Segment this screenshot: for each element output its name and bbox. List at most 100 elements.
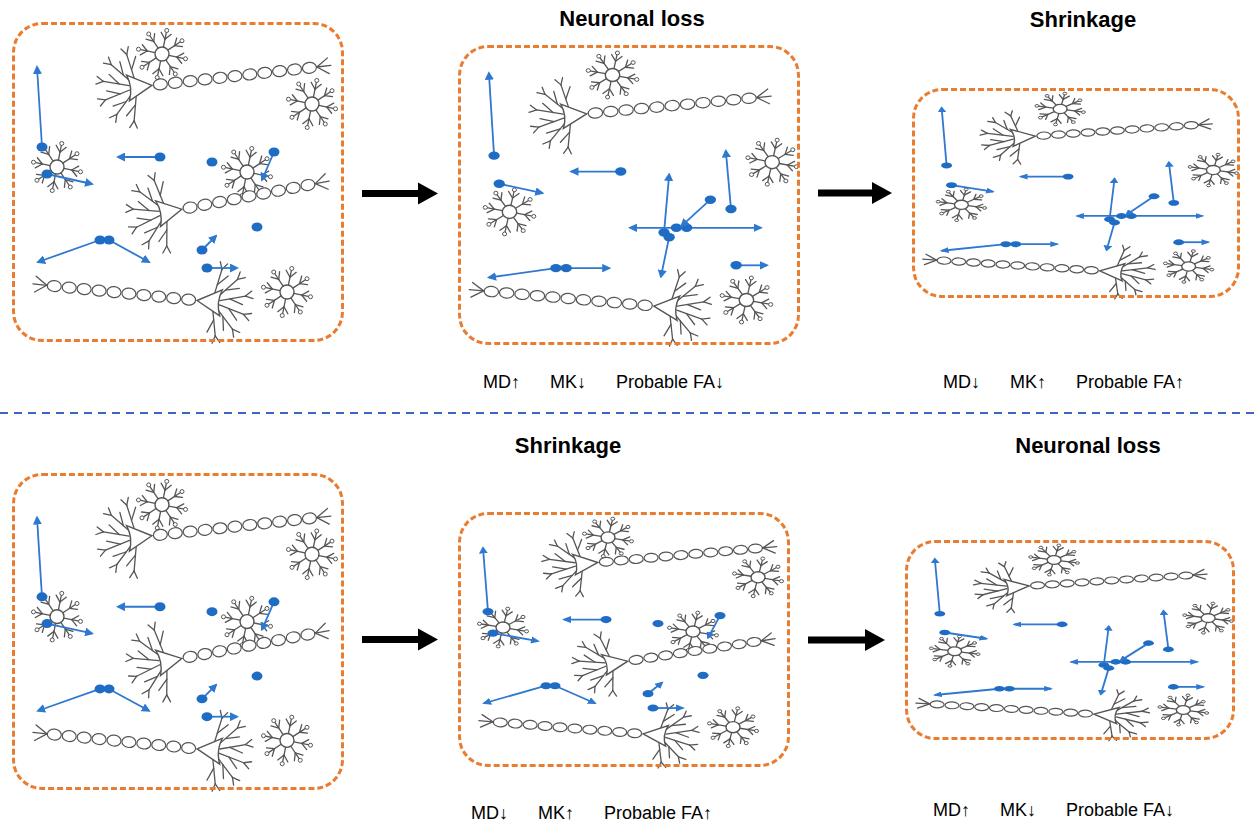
dendrite	[167, 695, 171, 702]
astrocyte-endfoot	[720, 294, 724, 298]
astrocyte-endfoot	[1207, 184, 1211, 187]
astrocyte-process	[325, 545, 333, 547]
astrocyte-process	[749, 561, 751, 567]
astrocyte-process	[1204, 180, 1210, 183]
astrocyte-endfoot	[756, 142, 760, 146]
astrocyte-process	[153, 69, 159, 74]
myelin-segment	[588, 107, 604, 119]
dendrite	[107, 541, 121, 544]
dendrite	[120, 62, 124, 76]
astrocyte-process	[54, 182, 58, 189]
astrocyte-endfoot	[744, 742, 748, 745]
dendrite	[1004, 598, 1013, 605]
astrocyte-process	[1174, 697, 1176, 702]
astrocyte-endfoot	[305, 277, 309, 281]
astrocyte-process	[72, 620, 77, 626]
dendrite	[659, 741, 661, 762]
astrocyte-process	[278, 720, 280, 728]
astrocyte-process	[759, 292, 767, 294]
arrow-shaft	[362, 636, 420, 643]
astrocyte-process	[711, 725, 718, 728]
astrocyte-process	[1201, 256, 1203, 261]
astrocyte-process	[736, 575, 743, 578]
water-molecule	[705, 195, 716, 203]
myelin-segment	[658, 650, 674, 661]
dendrite	[109, 508, 112, 515]
dendrite	[148, 188, 153, 201]
diffusion-arrow	[118, 156, 160, 158]
tissue-scene	[916, 544, 1234, 741]
dendrite	[691, 726, 697, 730]
myelin-segment	[703, 548, 718, 558]
astrocyte-endfoot	[269, 175, 273, 179]
myelin-segment	[285, 631, 301, 644]
astrocyte-process	[779, 174, 781, 181]
astrocyte-process	[500, 226, 506, 231]
astrocyte-process	[271, 277, 279, 279]
astrocyte-endfoot	[173, 523, 177, 527]
astrocyte-process	[250, 152, 256, 157]
astrocyte-endfoot	[940, 212, 944, 215]
astrocyte-process	[161, 483, 165, 490]
astrocyte-endfoot	[1078, 99, 1082, 102]
myelin-segment	[1055, 264, 1070, 272]
water-molecule	[994, 686, 1005, 692]
dendrite	[678, 270, 680, 277]
astrocyte-process	[64, 180, 66, 188]
myelin-segment	[1084, 266, 1099, 274]
astrocyte-process	[1195, 275, 1197, 280]
astrocyte-process	[159, 69, 163, 76]
diffusion-arrow	[38, 240, 100, 262]
water-molecule	[934, 611, 945, 617]
myelin-segment	[77, 731, 92, 743]
astrocyte-process	[623, 540, 628, 545]
astrocyte-process	[1199, 627, 1205, 630]
diffusion-arrow	[1131, 215, 1202, 217]
astrocyte-endfoot	[487, 222, 491, 226]
astrocyte-process	[56, 145, 60, 152]
dendrite	[160, 631, 163, 645]
dendrite	[534, 127, 539, 133]
astrocyte-endfoot	[1195, 721, 1199, 724]
dendrite	[993, 129, 1003, 135]
astrocyte-process	[961, 659, 963, 664]
myelin-segment	[959, 702, 974, 710]
dendrite	[540, 119, 554, 122]
astrocyte-endfoot	[232, 600, 236, 604]
dendrite	[136, 185, 139, 192]
myelin-segment	[1040, 263, 1055, 271]
dendrite	[166, 220, 167, 246]
astrocyte-endfoot	[261, 734, 265, 738]
astrocyte-endfoot	[184, 507, 188, 511]
dendrite	[232, 329, 239, 332]
astrocyte-endfoot	[1054, 123, 1058, 126]
water-molecule	[1000, 241, 1011, 247]
dendrite	[121, 500, 127, 505]
dendrite	[142, 241, 149, 245]
dendrite	[542, 559, 550, 561]
water-molecule	[269, 597, 280, 606]
astrocyte-endfoot	[780, 580, 784, 583]
astrocyte-endfoot	[631, 61, 635, 65]
myelin-segment	[1119, 576, 1134, 584]
myelin-segment	[731, 639, 747, 650]
myelin-segment	[106, 286, 121, 298]
astrocyte-process	[506, 226, 510, 233]
myelin-segment	[1048, 708, 1063, 716]
dendrite	[1125, 281, 1127, 290]
dendrite	[245, 291, 251, 296]
dendrite	[986, 568, 989, 573]
myelin-segment	[198, 73, 213, 85]
astrocyte-process	[1211, 606, 1217, 609]
dendrite	[163, 246, 167, 253]
dendrite	[126, 658, 133, 661]
metric-label: MK↑	[1010, 372, 1046, 393]
myelin-segment	[974, 703, 989, 711]
astrocyte-process	[290, 551, 297, 555]
astrocyte-process	[757, 170, 759, 177]
astrocyte-process	[1051, 569, 1055, 573]
dendrite	[1140, 256, 1148, 257]
divider-line	[0, 412, 1255, 414]
astrocyte-endfoot	[1211, 602, 1215, 605]
dendrite	[1104, 726, 1111, 734]
